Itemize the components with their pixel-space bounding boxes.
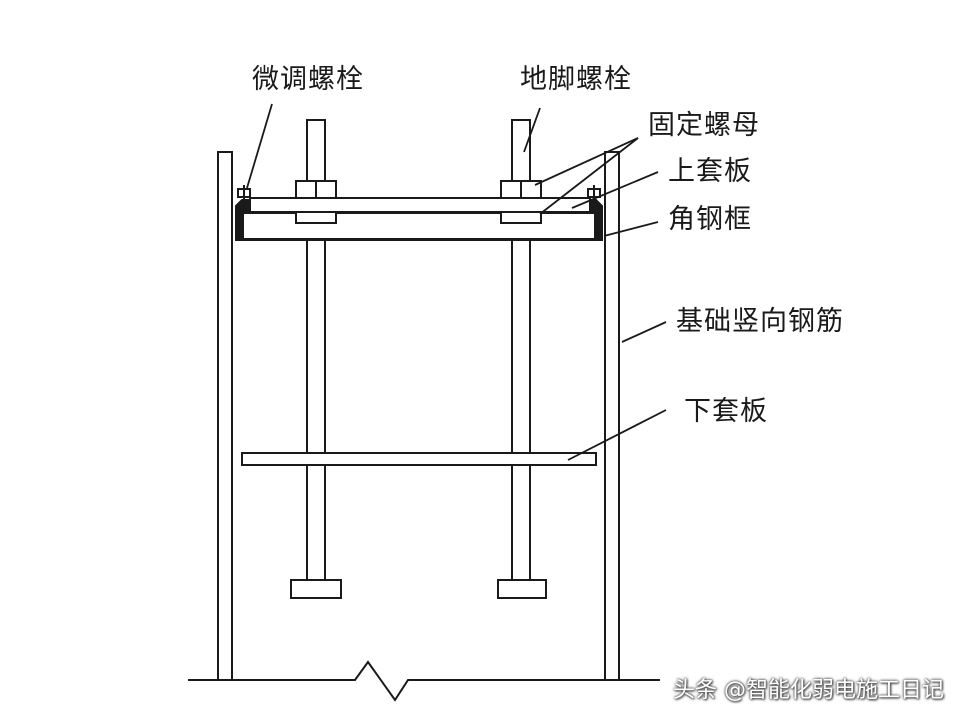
label-upper-sleeve-plate: 上套板 xyxy=(668,156,752,187)
label-fixing-nut: 固定螺母 xyxy=(648,110,760,141)
label-vertical-rebar: 基础竖向钢筋 xyxy=(676,306,844,337)
leader-lines xyxy=(246,103,667,461)
label-fine-adjust-bolt: 微调螺栓 xyxy=(252,64,364,95)
label-anchor-bolt: 地脚螺栓 xyxy=(520,64,632,95)
bolt-base-right xyxy=(497,579,547,599)
label-lower-sleeve-plate: 下套板 xyxy=(684,396,768,427)
ground-break-line xyxy=(188,660,660,702)
rebar-left xyxy=(217,151,233,681)
fixing-nut-left-bottom xyxy=(295,211,337,224)
rebar-right xyxy=(604,151,620,681)
bolt-base-left xyxy=(290,579,342,599)
label-angle-steel-frame: 角钢框 xyxy=(668,204,752,235)
watermark-text: 头条 @智能化弱电施工日记 xyxy=(673,678,944,703)
fixing-nut-right-bottom xyxy=(500,211,542,224)
lower-sleeve-plate xyxy=(241,452,597,466)
fine-adjust-bolt-left xyxy=(237,185,251,214)
upper-sleeve-plate xyxy=(249,197,591,213)
